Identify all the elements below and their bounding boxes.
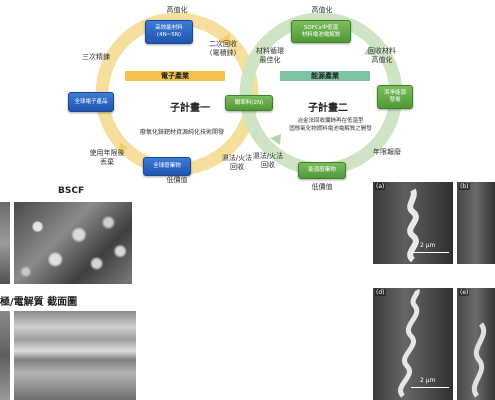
left-top-label: 高值化 bbox=[166, 6, 188, 14]
label-line: 濕法/火法 bbox=[221, 154, 253, 162]
sem-panel-d: (d) 2 µm bbox=[373, 288, 453, 400]
helix-graphic bbox=[407, 188, 419, 263]
left-secondary-recovery-label: 二次回收 (電積錸) bbox=[200, 40, 246, 58]
scale-bar-label: 2 µm bbox=[420, 377, 436, 384]
subproject-two-title: 子計畫二 bbox=[308, 103, 348, 114]
label-line: 濕法/火法 bbox=[252, 152, 284, 160]
scale-bar bbox=[411, 387, 449, 388]
cross-section-title: 極/電解質 截面圖 bbox=[0, 297, 78, 308]
node-energy-waste: 能源廢棄物 bbox=[298, 162, 346, 179]
label-line: 使用年限後 bbox=[89, 149, 125, 157]
node-high-efficiency-material: 高效能材料 (4N~5N) bbox=[145, 20, 193, 44]
panel-tag: (d) bbox=[375, 289, 386, 296]
label-line: 回收材料 bbox=[368, 47, 396, 55]
panel-tag: (a) bbox=[375, 183, 386, 190]
scale-bar-label: 2 µm bbox=[420, 242, 436, 249]
helix-graphic bbox=[398, 288, 420, 398]
label-line: 丟棄 bbox=[100, 158, 114, 166]
label-line: 最佳化 bbox=[259, 56, 281, 64]
node-line: 材料電池電解質 bbox=[301, 31, 341, 38]
sem-panel-e: (e) bbox=[457, 288, 495, 400]
bscf-title: BSCF bbox=[58, 186, 85, 196]
arrow-head-icon bbox=[364, 45, 377, 56]
right-recycled-material-label: 回收材料 高值化 bbox=[362, 47, 402, 65]
node-clean-energy: 潔淨能源 發電 bbox=[377, 85, 413, 109]
label-line: 高值化 bbox=[371, 56, 393, 64]
arrow-head-icon bbox=[270, 134, 281, 145]
label-line: (電積錸) bbox=[209, 49, 237, 57]
description-line: 冶金法回收鑭鈰再在低溫型 bbox=[297, 118, 364, 124]
node-line: SOFCs中低溫 bbox=[303, 24, 339, 31]
left-bottom-label: 低價值 bbox=[166, 176, 188, 184]
bscf-sem-image bbox=[14, 202, 132, 284]
description-line: 固態氧化物燃料電池電解質之開發 bbox=[289, 126, 372, 132]
cross-section-sem-image bbox=[14, 311, 136, 400]
left-wet-dry-recovery-label: 濕法/火法 回收 bbox=[220, 154, 254, 172]
helix-graphic bbox=[472, 322, 486, 398]
right-top-label: 高值化 bbox=[311, 6, 333, 14]
label-line: 回收 bbox=[261, 161, 275, 169]
right-material-cycle-label: 材料循環 最佳化 bbox=[252, 47, 288, 65]
subproject-one-title: 子計畫一 bbox=[170, 103, 210, 114]
node-sofc-electrolyte: SOFCs中低溫 材料電池電解質 bbox=[291, 20, 351, 43]
panel-tag: (e) bbox=[459, 289, 470, 296]
left-tertiary-refine-label: 三次精鍊 bbox=[82, 53, 110, 61]
cycle-diagram: 高值化 高效能材料 (4N~5N) 二次回收 (電積錸) 三次精鍊 電子產業 全… bbox=[40, 0, 440, 191]
node-global-waste: 全球廢棄物 bbox=[143, 157, 191, 176]
right-end-of-life-label: 年限報廢 bbox=[373, 148, 401, 156]
sem-panel-b: (b) bbox=[457, 182, 495, 264]
subproject-one-description: 廢氧化錸靶材資源純化技術開發 bbox=[139, 129, 224, 136]
node-line: 潔淨能源 bbox=[383, 90, 406, 96]
node-line: 發電 bbox=[389, 97, 401, 103]
sem-image-cropped bbox=[0, 202, 10, 284]
category-energy: 能源產業 bbox=[280, 71, 370, 81]
node-line: (4N~5N) bbox=[156, 32, 182, 38]
sem-image-cropped bbox=[0, 311, 10, 400]
scale-bar bbox=[411, 252, 449, 253]
subproject-two-description: 冶金法回收鑭鈰再在低溫型 固態氧化物燃料電池電解質之開發 bbox=[268, 117, 393, 133]
left-end-of-life-label: 使用年限後 丟棄 bbox=[84, 149, 130, 167]
arrow-head-icon bbox=[220, 33, 230, 46]
right-wet-dry-recovery-label: 濕法/火法 回收 bbox=[250, 152, 286, 170]
category-electronics: 電子產業 bbox=[125, 71, 225, 81]
label-line: 材料循環 bbox=[256, 47, 284, 55]
label-line: 二次回收 bbox=[209, 40, 237, 48]
label-line: 回收 bbox=[230, 163, 244, 171]
node-global-electronics: 全球電子產品 bbox=[68, 92, 114, 112]
panel-tag: (b) bbox=[459, 183, 470, 190]
arrow-head-icon bbox=[118, 142, 128, 155]
right-bottom-label: 低價值 bbox=[311, 183, 333, 191]
node-line: 高效能材料 bbox=[155, 25, 183, 31]
sem-panel-a: (a) 2 µm bbox=[373, 182, 453, 264]
node-center-material: 鋼率料(2N) bbox=[225, 95, 273, 111]
